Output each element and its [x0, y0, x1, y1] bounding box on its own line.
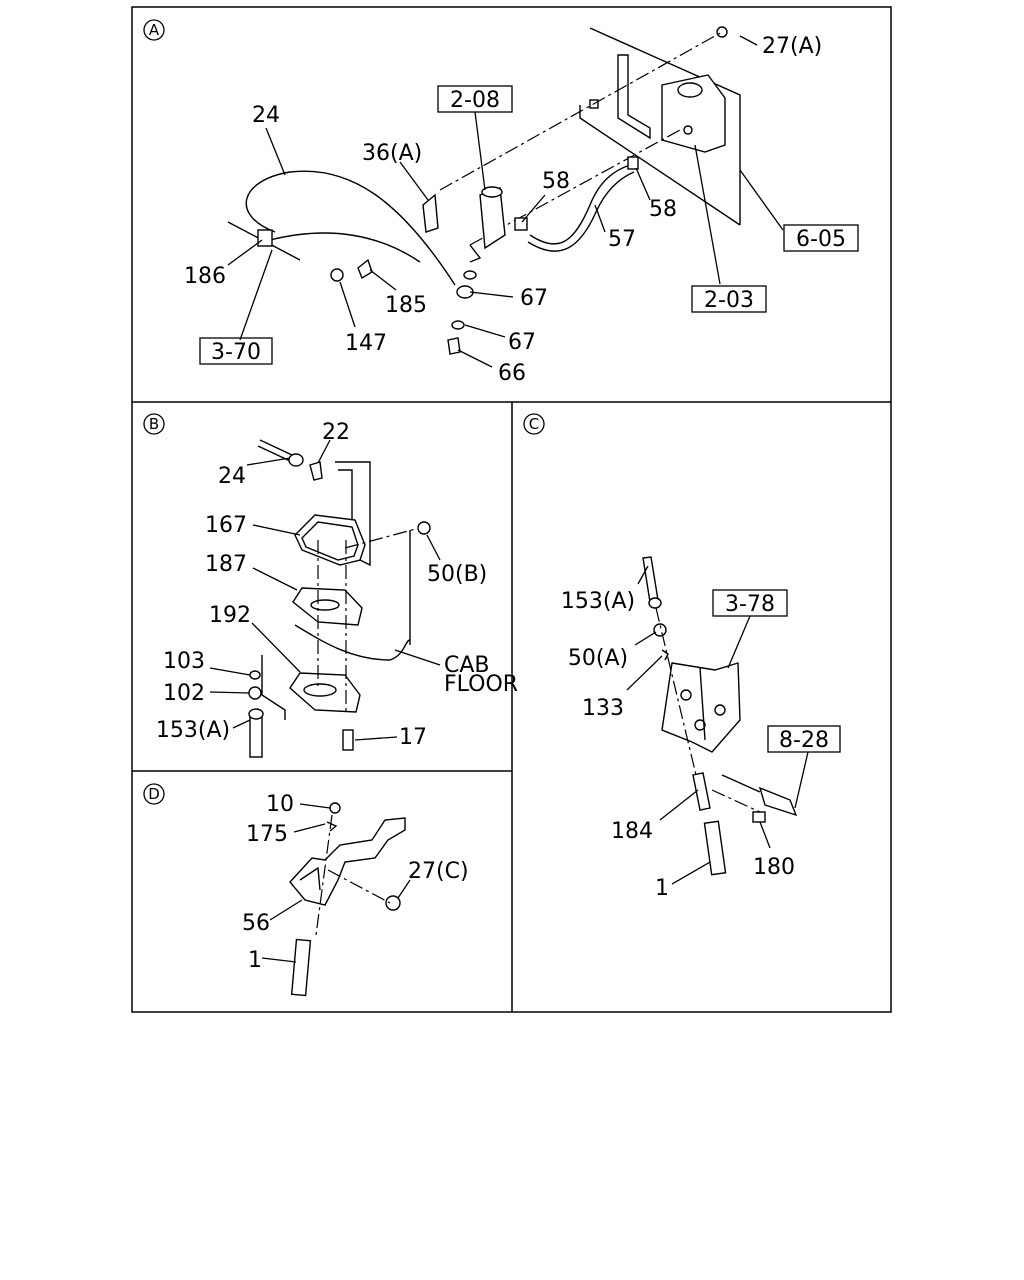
label-187: 187: [205, 552, 247, 577]
label-3-78: 3-78: [725, 592, 775, 617]
svg-text:D: D: [148, 785, 160, 803]
label-58-left: 58: [542, 169, 570, 194]
label-57: 57: [608, 227, 636, 252]
label-1-c: 1: [655, 876, 669, 901]
label-22: 22: [322, 420, 350, 445]
label-cab: CAB: [444, 653, 490, 678]
label-1-d: 1: [248, 948, 262, 973]
label-17: 17: [399, 725, 427, 750]
label-175: 175: [246, 822, 288, 847]
label-6-05: 6-05: [796, 227, 846, 252]
section-d-drawing: [261, 802, 411, 997]
label-185: 185: [385, 293, 427, 318]
label-180: 180: [753, 855, 795, 880]
label-133: 133: [582, 696, 624, 721]
label-184: 184: [611, 819, 653, 844]
label-box-2-03: [691, 285, 767, 313]
label-27a: 27(A): [762, 34, 822, 59]
label-153a-c: 153(A): [561, 589, 635, 614]
label-27c: 27(C): [408, 859, 469, 884]
label-50a: 50(A): [568, 646, 628, 671]
section-marker-c: C: [523, 413, 545, 435]
label-153a-b: 153(A): [156, 718, 230, 743]
label-147: 147: [345, 331, 387, 356]
label-8-28: 8-28: [779, 728, 829, 753]
label-box-2-08: [437, 85, 513, 113]
section-b-labels: 22 24 167 187 50(B) 192 CAB FLOOR 103 10…: [156, 420, 518, 750]
label-3-70: 3-70: [211, 340, 261, 365]
label-2-03: 2-03: [704, 288, 754, 313]
svg-text:C: C: [529, 415, 539, 433]
label-192: 192: [209, 603, 251, 628]
section-d-labels: 10 175 27(C) 56 1: [242, 792, 469, 973]
section-c-labels: 153(A) 3-78 50(A) 133 8-28 184 180 1: [561, 589, 841, 901]
svg-text:A: A: [149, 21, 160, 39]
label-56: 56: [242, 911, 270, 936]
label-box-6-05: [783, 224, 859, 252]
label-186: 186: [184, 264, 226, 289]
label-24-b: 24: [218, 464, 246, 489]
diagram-frame: [131, 6, 892, 1013]
section-marker-b: B: [143, 413, 165, 435]
label-50b: 50(B): [427, 562, 487, 587]
label-2-08: 2-08: [450, 88, 500, 113]
label-24-a: 24: [252, 103, 280, 128]
label-box-3-78: [712, 589, 788, 617]
label-box-8-28: [767, 725, 841, 753]
label-floor: FLOOR: [444, 672, 518, 697]
label-102: 102: [163, 681, 205, 706]
label-box-3-70: [199, 337, 273, 365]
section-a-drawing: [227, 26, 784, 368]
label-10: 10: [266, 792, 294, 817]
svg-text:B: B: [149, 415, 159, 433]
label-67-lower: 67: [508, 330, 536, 355]
section-marker-a: A: [143, 19, 165, 41]
section-marker-d: D: [143, 783, 165, 805]
section-a-labels: 27(A) 2-08 24 36(A) 58 58 57 6-05 2-03 1…: [184, 34, 859, 386]
label-66: 66: [498, 361, 526, 386]
label-58-right: 58: [649, 197, 677, 222]
label-36a: 36(A): [362, 141, 422, 166]
section-b-drawing: [209, 439, 441, 758]
section-c-drawing: [626, 556, 809, 885]
label-103: 103: [163, 649, 205, 674]
label-67-upper: 67: [520, 286, 548, 311]
label-167: 167: [205, 513, 247, 538]
